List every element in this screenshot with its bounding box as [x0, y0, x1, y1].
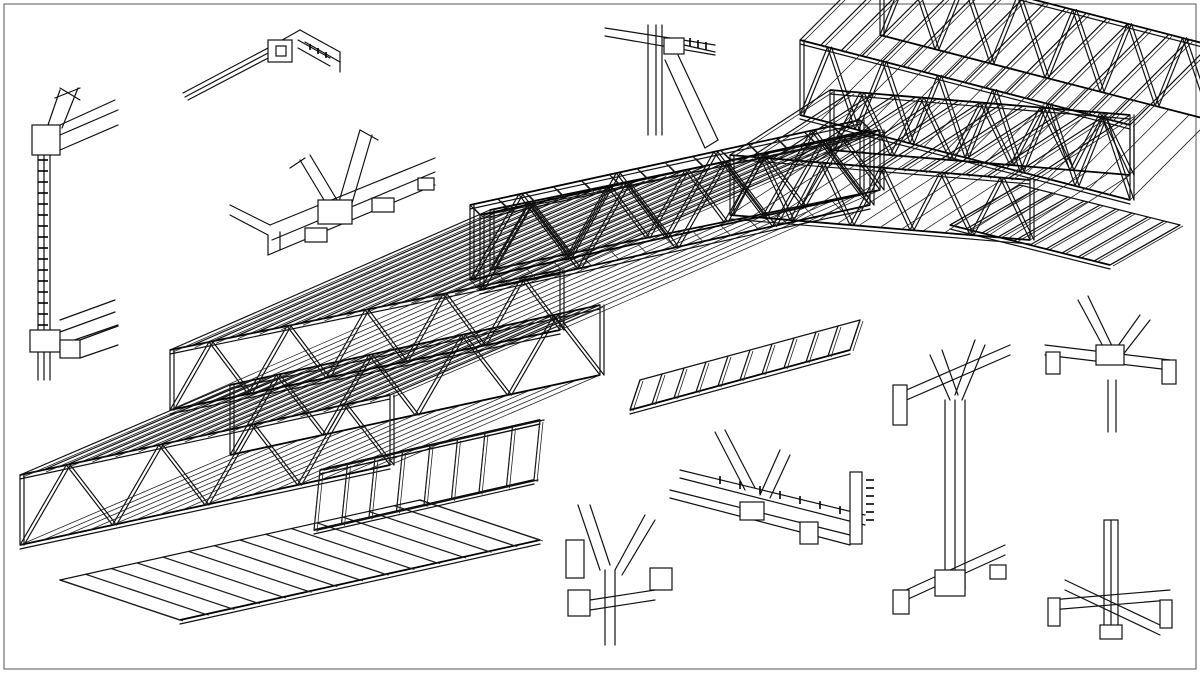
detail-beam-stiffener-bottom [669, 429, 874, 546]
y-node-icon [565, 504, 673, 646]
detail-column-beam-top [604, 24, 719, 149]
detail-column-y-right [892, 339, 1011, 615]
sheet-border [3, 3, 1197, 670]
beam-splice-icon [182, 29, 341, 101]
detail-column-cap-left [29, 87, 119, 381]
beam-stiffener-icon [669, 429, 874, 546]
column-base-icon [1047, 519, 1173, 640]
truss-bridge-upper-right [729, 0, 1200, 270]
y-node-icon [1044, 295, 1177, 433]
detail-y-brace-beam [229, 129, 436, 256]
detail-y-node-bottom-center [565, 504, 673, 646]
detail-column-base-right [1047, 519, 1173, 640]
y-brace-icon [229, 129, 436, 256]
column-cap-icon [29, 87, 119, 381]
truss-bridge-main [19, 119, 885, 625]
column-y-icon [892, 339, 1011, 615]
bolt-row [719, 476, 874, 521]
column-beam-icon [604, 24, 719, 149]
detail-beam-splice-top [182, 29, 341, 101]
detail-y-node-right-top [1044, 295, 1177, 433]
bolt-row [38, 159, 48, 326]
